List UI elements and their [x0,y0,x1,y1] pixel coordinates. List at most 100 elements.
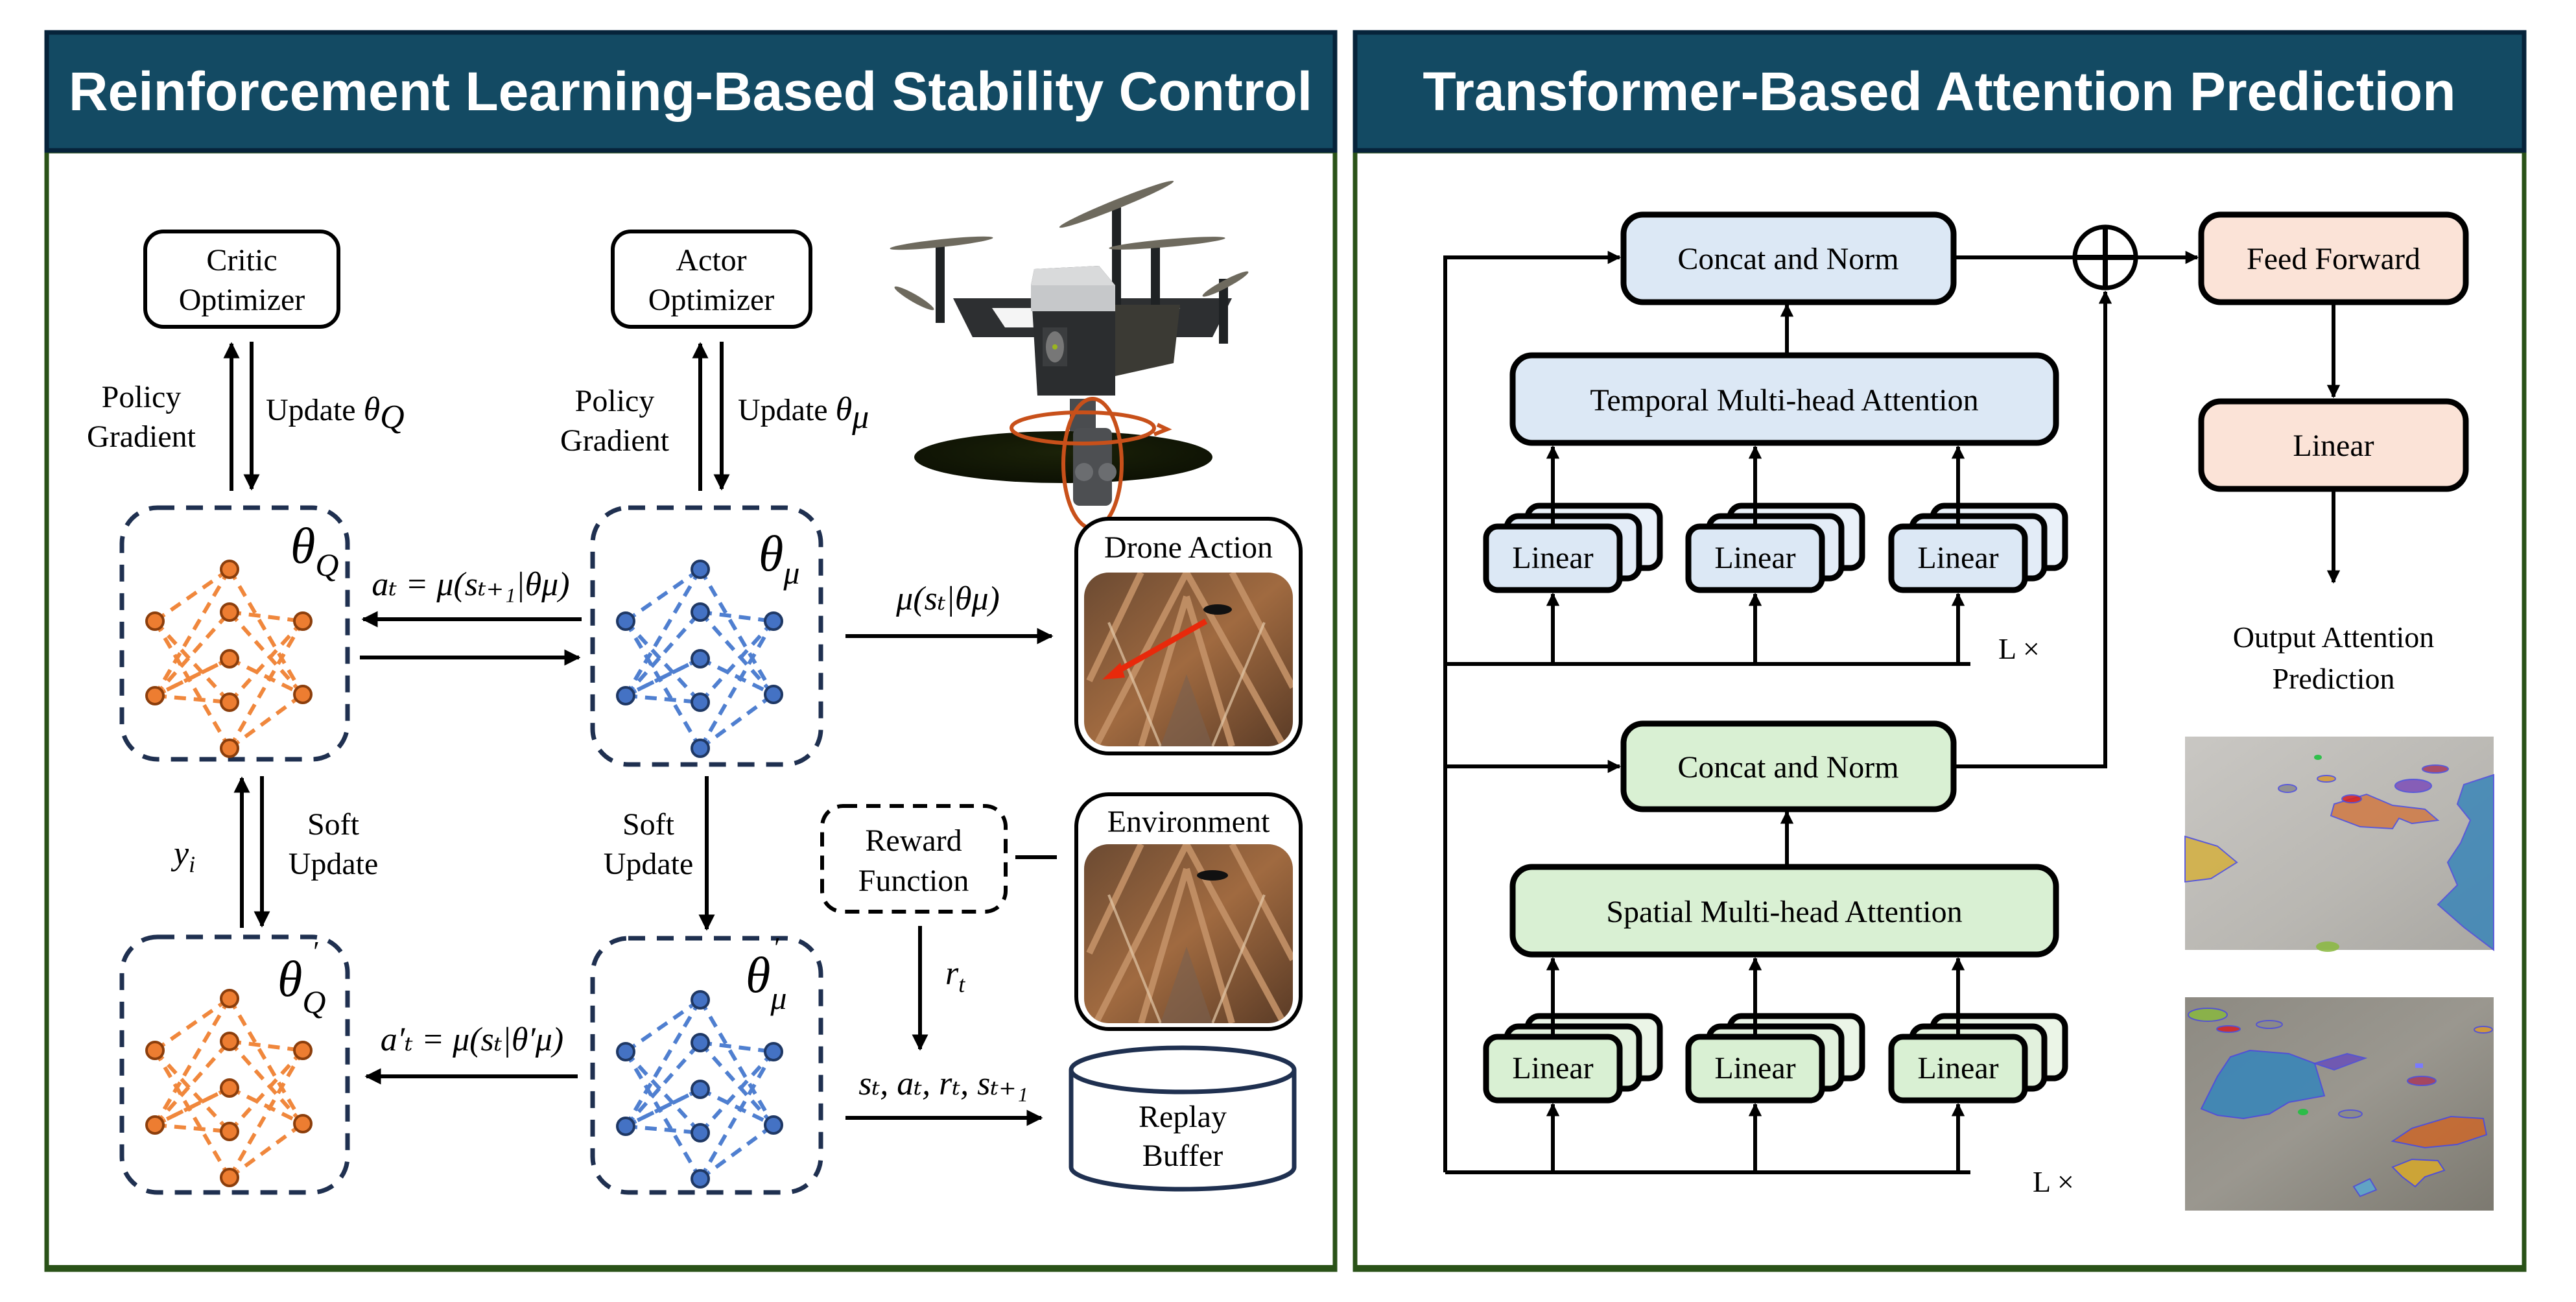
linear-head-box [1483,523,1623,593]
network-edge [698,999,775,1126]
network-edge [700,610,774,623]
replay-buffer-line2: Buffer [1142,1139,1223,1173]
network-edge [699,1123,775,1181]
target-actor-network [590,936,823,1195]
network-edge [624,568,702,697]
network-edge [228,1049,305,1179]
policy-output-label: μ(sₜ|θμ) [895,580,1000,617]
network-node [220,649,239,669]
actor-optimizer-line2: Optimizer [648,283,775,317]
network-node [691,692,710,712]
right-panel-header [1353,30,2527,153]
reward-function-line2: Function [858,864,969,898]
environment-label: Environment [1107,805,1270,839]
attention-prediction-image-1 [2184,737,2494,952]
network-edge [154,657,231,698]
network-node [616,1117,635,1136]
network-edge [700,1041,774,1054]
drone-action-box: Drone Action [1074,517,1303,755]
feed-forward-label: Feed Forward [2247,242,2420,276]
critic-optimizer-box: Critic Optimizer [143,230,340,329]
linear-head-label: Linear [1917,541,1998,575]
network-edge [625,1124,701,1135]
network-edge [228,1122,304,1179]
drone-silhouette [1203,604,1232,615]
output-linear-label: Linear [2293,429,2374,463]
propeller [1202,271,1249,297]
propeller [890,236,993,250]
linear-head-label: Linear [1714,1051,1795,1085]
spatial-attention-box [1509,864,2059,958]
network-dashed-frame [119,505,350,762]
network-edge [229,1039,303,1052]
actor-soft-update-line1: Soft [622,807,675,842]
network-node [616,1042,635,1061]
actor-policy-gradient-line2: Gradient [560,423,670,458]
actor-net-label: θμ [759,525,799,591]
drone-action-label: Drone Action [1104,530,1273,565]
attention-prediction-image-2 [2185,997,2494,1211]
network-edge [228,1086,304,1126]
critic-soft-update-line2: Update [289,847,379,881]
network-node [220,1168,239,1187]
drone-action-image [1084,573,1293,746]
linear-head-stack: Linear [1888,445,2068,664]
linear-head-label: Linear [1917,1051,1998,1085]
propeller [894,286,934,311]
network-edge [228,620,305,750]
temporal-repeat-label: L × [1998,632,2040,665]
propeller [1109,237,1225,250]
critic-soft-update-line1: Soft [307,807,360,842]
output-label-line1: Output Attention [2233,621,2435,654]
network-edge [698,568,775,696]
critic-net-label: θQ [290,517,338,583]
network-edge [624,567,702,623]
actor-soft-update-line2: Update [604,847,694,881]
right-panel: Transformer-Based Attention Prediction C… [1353,30,2527,1272]
network-edge [624,657,702,698]
network-edge [625,694,701,704]
actor-optimizer-box: Actor Optimizer [611,230,812,329]
network-node [145,1041,165,1060]
environment-box: Environment [1074,792,1303,1031]
network-edge [698,1050,775,1180]
network-node [764,1115,783,1135]
replay-buffer-cylinder: Replay Buffer [1069,1045,1297,1192]
network-node [691,1033,710,1052]
reward-label: rt [945,955,965,997]
spatial-block: Concat and Norm Spatial Multi-head Atten… [1445,720,2074,1198]
replay-buffer-line1: Replay [1139,1100,1227,1134]
network-node [220,1078,239,1098]
network-node [220,692,239,712]
temporal-concat-norm-label: Concat and Norm [1677,242,1898,276]
right-panel-bottom-bar [1355,1265,2526,1271]
right-panel-title: Transformer-Based Attention Prediction [1423,61,2455,122]
linear-head-stack: Linear [1483,445,1663,664]
yaw-rotation-arrow [1010,410,1156,445]
linear-head-box [1483,1034,1623,1104]
network-edge [699,692,775,750]
temporal-block: Concat and Norm Temporal Multi-head Atte… [1445,211,2068,666]
network-edge [624,620,702,750]
target-critic-net-label: θQ′ [278,936,325,1020]
network-node [220,602,239,622]
network-node [220,739,239,758]
network-node [293,611,313,631]
gimbal-camera [1073,428,1112,506]
network-dashed-frame [119,934,350,1195]
spatial-to-add-arrow [1954,290,2112,768]
network-edge [228,997,305,1125]
critic-optimizer-line1: Critic [206,243,277,278]
network-edge [154,997,231,1052]
drone-gimbal-illustration [890,180,1249,530]
network-node [764,685,783,704]
network-node [691,1080,710,1099]
actor-policy-gradient-line1: Policy [575,384,655,418]
temporal-attention-box [1509,352,2059,446]
linear-head-stack: Linear [1685,445,1865,664]
network-node [220,560,239,579]
network-edge [699,657,775,696]
linear-head-stack: Linear [1685,956,1865,1172]
target-critic-network [119,934,350,1195]
network-edge [229,610,303,623]
